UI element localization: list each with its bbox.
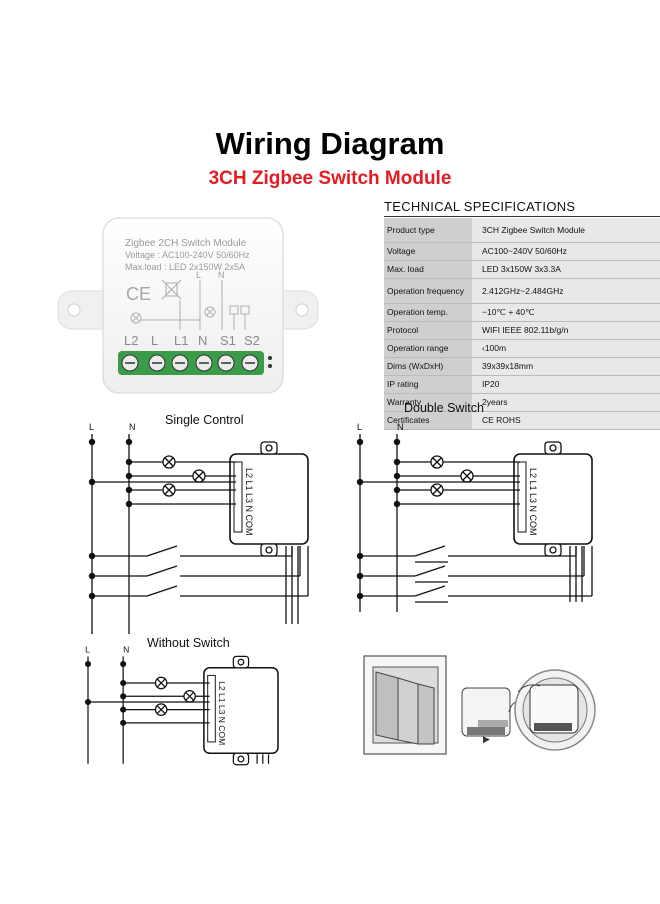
module-pin-labels: L2 L1 L3 N COM [528, 468, 538, 536]
installation-illustration: ▶ [363, 655, 596, 755]
spec-key: Certificates [384, 411, 472, 430]
switch-lever [146, 585, 178, 597]
terminal-label: N [198, 333, 207, 348]
specs-heading: TECHNICAL SPECIFICATIONS [384, 199, 576, 214]
spec-row: Dims (WxDxH)39x39x18mm [384, 357, 660, 376]
spec-key: Operation frequency [384, 278, 472, 304]
double-switch-caption: Double Switch [404, 401, 484, 415]
ce-mark-icon: CE [126, 284, 151, 304]
spec-row: Operation temp.−10℃ + 40℃ [384, 303, 660, 322]
wiring-diagram: L N L2 L1 L3 N COM [88, 422, 309, 634]
terminal-strip [233, 461, 243, 533]
module-top-label-l: L [196, 270, 201, 280]
module-top-label-n: N [218, 270, 225, 280]
module-pin-labels: L2 L1 L3 N COM [217, 681, 227, 745]
junction-dot [125, 500, 133, 508]
spec-key: Max. load [384, 260, 472, 279]
terminal-label: L [151, 333, 158, 348]
terminal-strip [517, 461, 527, 533]
module-label-line3: Max.load : LED 2x150W 2x5A [125, 262, 245, 272]
without-switch-caption: Without Switch [147, 636, 230, 650]
switch-lever [414, 545, 446, 557]
spec-value: 3CH Zigbee Switch Module [472, 218, 660, 243]
page-subtitle: 3CH Zigbee Switch Module [208, 168, 452, 189]
switch-lever [414, 585, 446, 597]
junction-dot [393, 500, 401, 508]
page-title: Wiring Diagram [215, 126, 445, 161]
junction-dot [84, 660, 92, 668]
wiring-diagram: L N L2 L1 L3 N COM [84, 645, 279, 766]
terminal-strip [207, 674, 216, 743]
spec-key: Operation range [384, 339, 472, 358]
status-led [268, 356, 272, 360]
spec-key: Voltage [384, 242, 472, 261]
terminal-label: S2 [244, 333, 260, 348]
weee-bin-icon [161, 279, 182, 300]
junction-dot [88, 438, 96, 446]
junction-dot [356, 438, 364, 446]
spec-key: Operation temp. [384, 303, 472, 322]
spec-value: ‹100m [472, 339, 660, 358]
module-pin-labels: L2 L1 L3 N COM [244, 468, 254, 536]
switch-lever [146, 545, 178, 557]
spec-key: IP rating [384, 375, 472, 394]
single-control-caption: Single Control [165, 413, 244, 427]
spec-value: CE ROHS [472, 411, 660, 430]
spec-key: Protocol [384, 321, 472, 340]
spec-value: WIFI IEEE 802.11b/g/n [472, 321, 660, 340]
module-terminal-labels: L2 L L1 N S1 S2 [124, 333, 260, 348]
spec-row: Operation range‹100m [384, 339, 660, 358]
terminal-label: L2 [124, 333, 138, 348]
wire-label: L [89, 422, 94, 432]
junction-dot [120, 660, 127, 668]
terminal-label: L1 [174, 333, 188, 348]
wire-label: N [123, 645, 129, 655]
specs-divider [384, 216, 660, 217]
spec-value: 2years [472, 393, 660, 412]
spec-key: Dims (WxDxH) [384, 357, 472, 376]
terminal-label: S1 [220, 333, 236, 348]
switch-lever [146, 565, 178, 577]
module-label-line1: Zigbee 2CH Switch Module [125, 238, 247, 249]
module-label-line2: Voltage : AC100-240V 50/60Hz [125, 250, 250, 260]
spec-key: Warranty [384, 393, 472, 412]
spec-value: −10℃ + 40℃ [472, 303, 660, 322]
wire-label: N [129, 422, 136, 432]
module-schematic [130, 280, 250, 330]
spec-value: 39x39x18mm [472, 357, 660, 376]
spec-value: IP20 [472, 375, 660, 394]
switch-module-photo: Zigbee 2CH Switch Module Voltage : AC100… [57, 217, 319, 394]
junction-dot [393, 438, 401, 446]
wire-label: L [357, 422, 362, 432]
svg-text:▶: ▶ [483, 734, 490, 744]
switch-lever [414, 565, 446, 577]
wire-label: L [85, 645, 90, 655]
spec-value: 2.412GHz~2.484GHz [472, 278, 660, 304]
spec-value: AC100~240V 50/60Hz [472, 242, 660, 261]
junction-dot [120, 719, 127, 726]
wire-label: N [397, 422, 404, 432]
wiring-diagram: L N L2 L1 L3 N COM [356, 422, 593, 612]
terminal-screws [121, 354, 259, 372]
spec-value: LED 3x150W 3x3.3A [472, 260, 660, 279]
junction-dot [125, 438, 133, 446]
spec-key: Product type [384, 218, 472, 243]
